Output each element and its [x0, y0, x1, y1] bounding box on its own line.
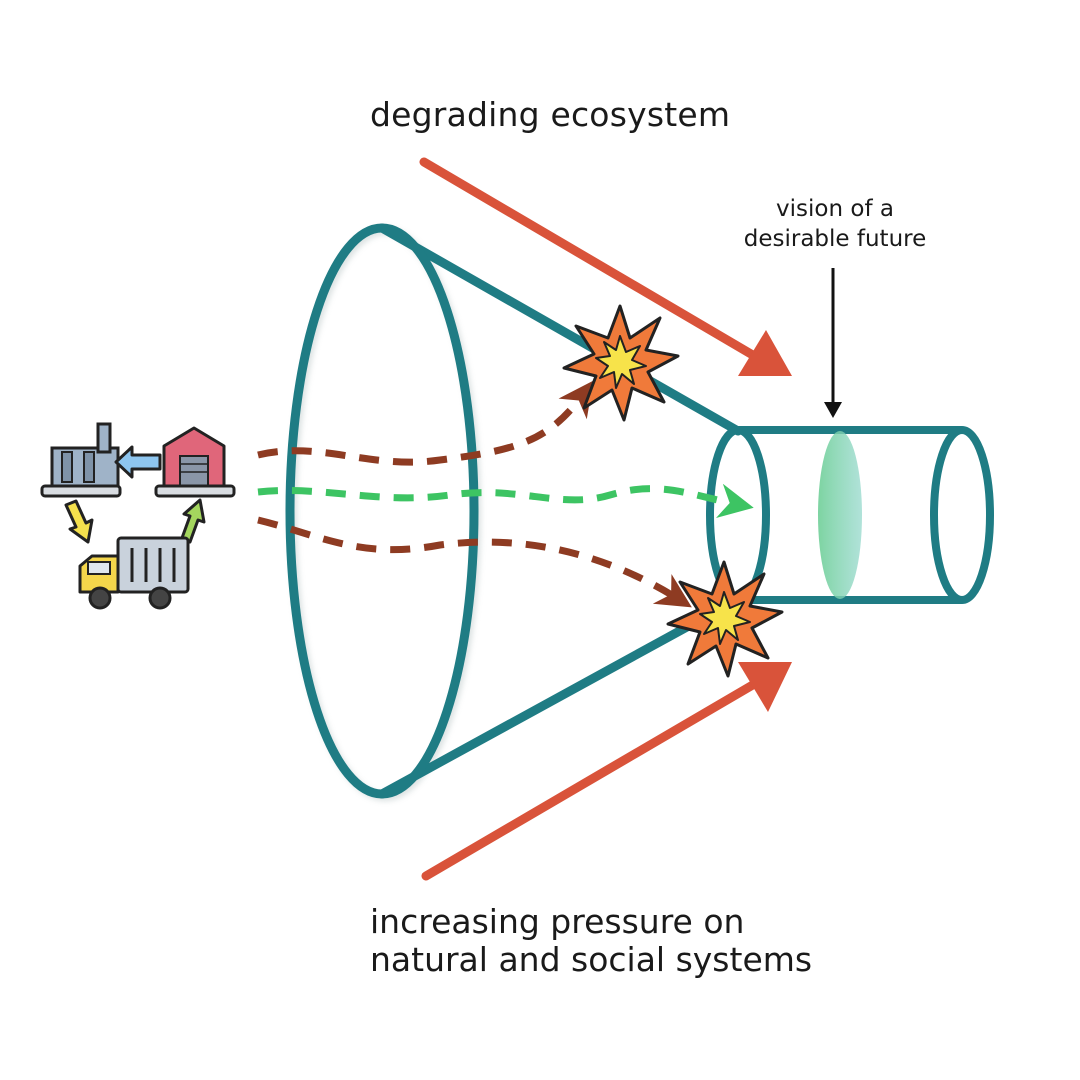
future-tube: [706, 426, 994, 604]
successful-path: [257, 483, 754, 519]
vision-label-line-1: vision of a: [776, 196, 894, 222]
degrading-ecosystem-label: degrading ecosystem: [370, 95, 731, 134]
vision-label: vision of a desirable future: [720, 194, 950, 254]
factory-icon: [40, 422, 122, 498]
possibility-cone: [285, 223, 743, 801]
pressure-arrow-top: [419, 157, 792, 376]
tube-exit: [930, 426, 994, 604]
explosion-icon: [666, 560, 784, 678]
down-arrow-icon: [64, 499, 94, 544]
failed-path-upper: [257, 380, 594, 466]
pressure-label: increasing pressure on natural and socia…: [370, 903, 812, 979]
explosion-icon: [562, 304, 680, 422]
vision-lens: [818, 431, 862, 599]
up-arrow-icon: [180, 498, 206, 544]
left-arrow-icon: [114, 445, 162, 479]
pressure-arrow-bottom: [421, 662, 792, 881]
pressure-label-line-1: increasing pressure on: [370, 902, 745, 941]
cone-upper-edge: [377, 223, 743, 436]
cone-opening: [285, 223, 479, 799]
warehouse-icon: [154, 426, 236, 498]
supply-chain-icon: [40, 422, 236, 610]
truck-icon: [78, 536, 190, 610]
cone-lower-edge: [377, 594, 743, 799]
pressure-label-line-2: natural and social systems: [370, 940, 813, 979]
vision-pointer-arrow: [824, 268, 842, 418]
vision-label-line-2: desirable future: [743, 226, 927, 252]
